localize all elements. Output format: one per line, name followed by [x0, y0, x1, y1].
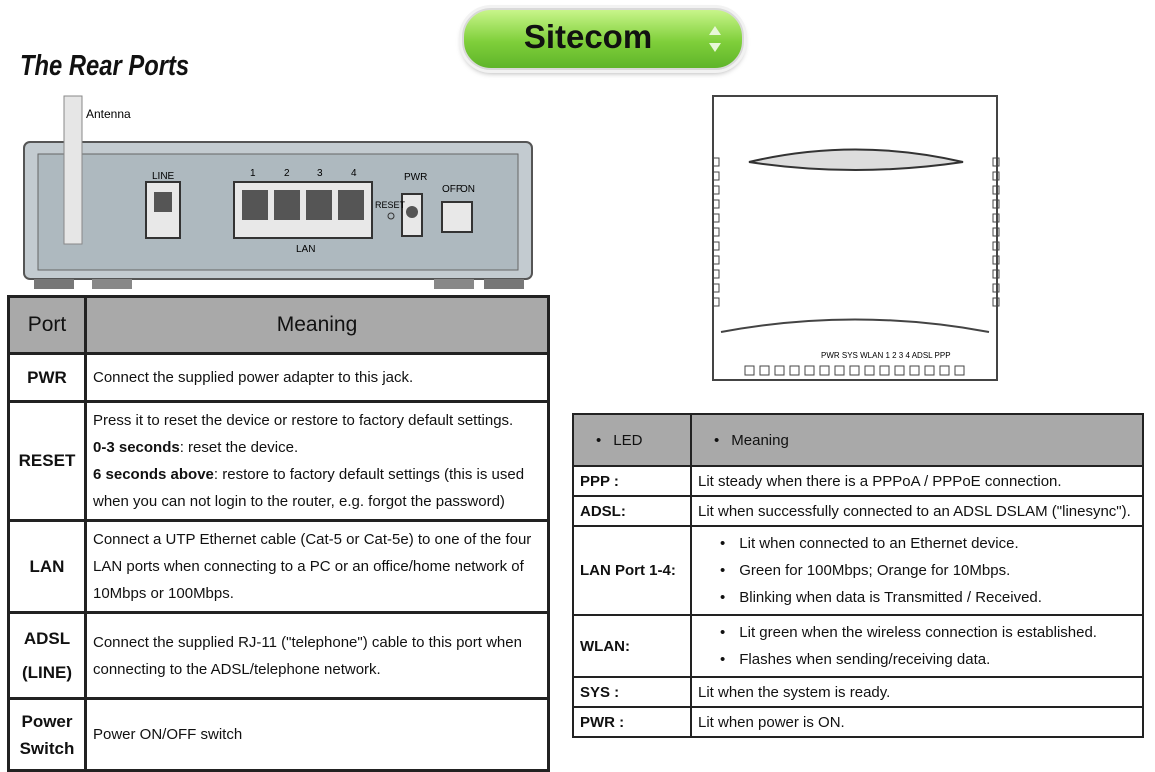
port-meaning: Connect the supplied RJ-11 ("telephone")… [84, 611, 550, 700]
reset-label: RESET [375, 200, 406, 210]
led-meaning: Lit when the system is ready. [690, 676, 1144, 708]
port-meaning: Connect the supplied power adapter to th… [84, 352, 550, 403]
line-label: LINE [152, 171, 175, 182]
page-title: The Rear Ports [20, 50, 190, 82]
table-row: WLAN: Lit green when the wireless connec… [572, 614, 1144, 678]
table-row: PWR Connect the supplied power adapter t… [7, 352, 550, 403]
lan-label: LAN [296, 244, 315, 255]
lan-port-4-number: 4 [351, 168, 357, 179]
col-port: Port [7, 295, 87, 355]
antenna-label: Antenna [86, 107, 131, 121]
off-label: OFF [442, 184, 462, 195]
led-name: SYS : [572, 676, 692, 708]
led-meaning: Lit steady when there is a PPPoA / PPPoE… [690, 465, 1144, 497]
led-table-header: LED Meaning [572, 413, 1144, 467]
led-meaning: Lit when connected to an Ethernet device… [690, 525, 1144, 616]
col-led: LED [572, 413, 692, 467]
table-row: RESET Press it to reset the device or re… [7, 400, 550, 522]
pwr-label: PWR [404, 172, 427, 183]
updown-arrows-icon [709, 26, 721, 52]
list-item: Lit when connected to an Ethernet device… [698, 530, 1136, 557]
brand-label: Sitecom [523, 18, 653, 55]
table-row: SYS : Lit when the system is ready. [572, 676, 1144, 708]
led-name: LAN Port 1-4: [572, 525, 692, 616]
led-name: PWR : [572, 706, 692, 738]
port-name: PWR [7, 352, 87, 403]
led-meaning: Lit when successfully connected to an AD… [690, 495, 1144, 527]
led-meaning: Lit green when the wireless connection i… [690, 614, 1144, 678]
reset-line-1: Press it to reset the device or restore … [93, 412, 514, 429]
router-front-illustration: PWR SYS WLAN 1 2 3 4 ADSL PPP [712, 95, 1000, 381]
list-item: Green for 100Mbps; Orange for 10Mbps. [698, 557, 1136, 584]
reset-text-1: : reset the device. [179, 439, 299, 456]
lan-port-1-number: 1 [250, 168, 256, 179]
col-meaning: Meaning [84, 295, 550, 355]
table-row: LAN Port 1-4: Lit when connected to an E… [572, 525, 1144, 616]
port-meaning: Connect a UTP Ethernet cable (Cat-5 or C… [84, 519, 550, 614]
reset-bold-2: 6 seconds above [93, 466, 214, 483]
port-name: Power Switch [7, 697, 87, 772]
port-meaning: Press it to reset the device or restore … [84, 400, 550, 522]
ports-table: Port Meaning PWR Connect the supplied po… [7, 295, 550, 772]
led-name: ADSL: [572, 495, 692, 527]
ports-table-header: Port Meaning [7, 295, 550, 355]
list-item: Flashes when sending/receiving data. [698, 646, 1136, 673]
router-rear-illustration: Antenna LINE 1 2 3 4 LAN RESET PWR OFF O… [23, 95, 533, 289]
list-item: Blinking when data is Transmitted / Rece… [698, 584, 1136, 611]
table-row: ADSL: Lit when successfully connected to… [572, 495, 1144, 527]
on-label: ON [460, 184, 475, 195]
front-led-labels: PWR SYS WLAN 1 2 3 4 ADSL PPP [821, 351, 951, 360]
table-row: PPP : Lit steady when there is a PPPoA /… [572, 465, 1144, 497]
list-item: Lit green when the wireless connection i… [698, 619, 1136, 646]
reset-text-2: : restore to factory default settings (t… [93, 466, 525, 510]
table-row: Power Switch Power ON/OFF switch [7, 697, 550, 772]
sitecom-logo-button: Sitecom [462, 8, 744, 70]
table-row: ADSL (LINE) Connect the supplied RJ-11 (… [7, 611, 550, 700]
reset-bold-1: 0-3 seconds [93, 439, 180, 456]
led-table: LED Meaning PPP : Lit steady when there … [572, 413, 1144, 738]
col-led-meaning: Meaning [690, 413, 1144, 467]
lan-port-3-number: 3 [317, 168, 323, 179]
led-meaning: Lit when power is ON. [690, 706, 1144, 738]
port-name: RESET [7, 400, 87, 522]
port-name: LAN [7, 519, 87, 614]
table-row: PWR : Lit when power is ON. [572, 706, 1144, 738]
port-meaning: Power ON/OFF switch [84, 697, 550, 772]
lan-port-2-number: 2 [284, 168, 290, 179]
reset-line-2: 0-3 seconds: reset the device. [93, 434, 541, 461]
reset-line-3: 6 seconds above: restore to factory defa… [93, 461, 541, 515]
table-row: LAN Connect a UTP Ethernet cable (Cat-5 … [7, 519, 550, 614]
led-name: PPP : [572, 465, 692, 497]
port-name: ADSL (LINE) [7, 611, 87, 700]
led-name: WLAN: [572, 614, 692, 678]
